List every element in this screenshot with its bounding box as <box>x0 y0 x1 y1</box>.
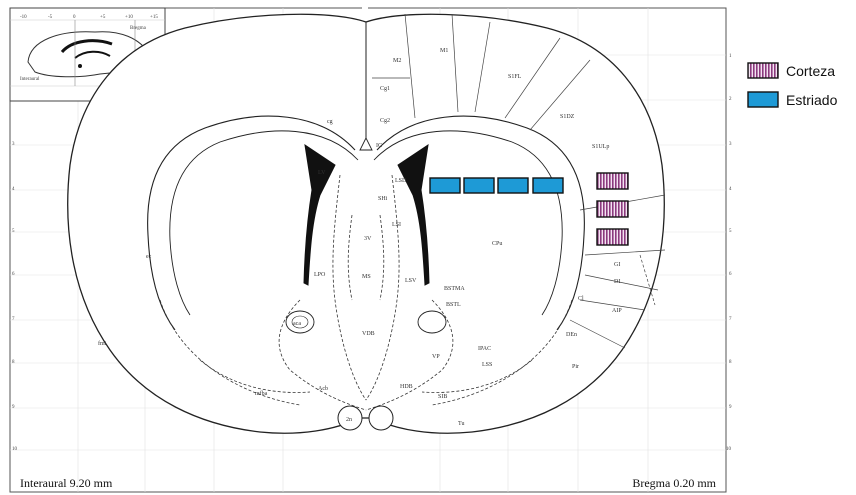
inset-tick: +15 <box>150 15 158 20</box>
region-label: M2 <box>393 58 401 64</box>
region-label: Cg2 <box>380 118 390 124</box>
region-label: CPu <box>492 241 502 247</box>
region-label: SHi <box>378 196 388 202</box>
region-label: 2n <box>346 417 352 423</box>
inset-bregma-label: Bregma <box>130 26 147 31</box>
region-label: Tu <box>458 421 464 427</box>
inset-tick: +10 <box>125 15 133 20</box>
region-label: HDB <box>400 384 413 390</box>
left-tick: 10 <box>12 447 18 452</box>
legend-label-corteza: Corteza <box>786 63 835 79</box>
region-label: LV <box>318 170 326 176</box>
legend-swatch-corteza <box>748 63 778 78</box>
region-label: IPAC <box>478 346 491 352</box>
estriado-sample[interactable] <box>533 178 563 193</box>
region-label: ec <box>146 254 152 260</box>
region-label: cg <box>327 119 333 125</box>
inset-tick: -5 <box>48 15 53 20</box>
region-label: LPO <box>314 272 326 278</box>
region-label: LSD <box>395 178 407 184</box>
right-tick: 10 <box>726 447 732 452</box>
region-label: IG <box>376 143 383 149</box>
right-tick: 4 <box>729 187 732 192</box>
corteza-samples <box>597 173 628 245</box>
region-label: DEn <box>566 332 577 338</box>
region-label: MS <box>362 274 371 280</box>
region-label: S1DZ <box>560 114 575 120</box>
region-label: Cl <box>578 296 584 302</box>
midline-notch <box>362 5 368 13</box>
bregma-caption: Bregma 0.20 mm <box>632 476 716 490</box>
right-tick: 3 <box>729 142 732 147</box>
legend: Corteza Estriado <box>748 63 838 108</box>
corteza-sample[interactable] <box>597 229 628 245</box>
right-tick: 2 <box>729 97 732 102</box>
right-tick: 1 <box>729 54 732 59</box>
region-label: SIB <box>438 394 447 400</box>
region-label: Cg1 <box>380 86 390 92</box>
estriado-sample[interactable] <box>498 178 528 193</box>
inset-interaural-label: Interaural <box>20 77 40 82</box>
region-label: LSI <box>392 222 401 228</box>
region-label: fmi <box>98 340 107 347</box>
region-label: aca <box>293 321 301 327</box>
anterior-commissure-right <box>418 311 446 333</box>
right-tick: 5 <box>729 229 732 234</box>
region-label: 3V <box>364 236 372 242</box>
optic-circle-right <box>369 406 393 430</box>
right-tick: 8 <box>729 360 732 365</box>
inset-tick: +5 <box>100 15 106 20</box>
legend-swatch-estriado <box>748 92 778 107</box>
region-label: VP <box>432 354 440 360</box>
region-label: S1FL <box>508 74 522 80</box>
region-label: AIP <box>612 308 622 314</box>
right-tick: 9 <box>729 405 732 410</box>
right-tick: 6 <box>729 272 732 277</box>
inset-tick: -10 <box>20 15 27 20</box>
interaural-caption: Interaural 9.20 mm <box>20 476 113 490</box>
estriado-sample[interactable] <box>464 178 494 193</box>
region-label: BSTL <box>446 302 461 308</box>
right-tick: 7 <box>729 317 732 322</box>
region-label: mfba <box>255 390 268 397</box>
region-label: VDB <box>362 331 375 337</box>
region-label: BSTMA <box>444 286 465 292</box>
legend-label-estriado: Estriado <box>786 92 838 108</box>
region-label: Acb <box>318 386 328 392</box>
region-label: M1 <box>440 48 448 54</box>
corteza-sample[interactable] <box>597 201 628 217</box>
region-label: Pir <box>572 364 579 370</box>
region-label: GI <box>614 262 620 268</box>
region-label: DI <box>614 279 620 285</box>
estriado-sample[interactable] <box>430 178 460 193</box>
region-label: S1ULp <box>592 144 609 150</box>
right-ticks: 1 2 3 4 5 6 7 8 9 10 <box>726 54 732 452</box>
region-label: LSV <box>405 278 417 284</box>
region-label: LSS <box>482 362 492 368</box>
corteza-sample[interactable] <box>597 173 628 189</box>
